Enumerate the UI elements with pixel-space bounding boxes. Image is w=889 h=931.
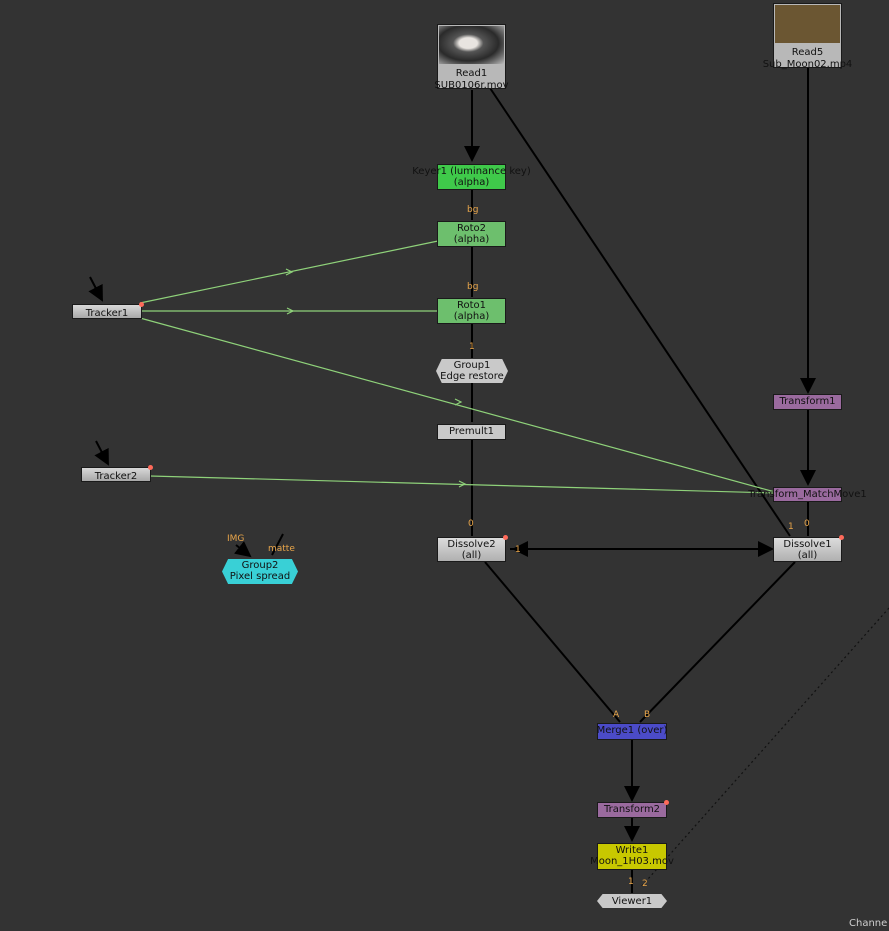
viewer1-node[interactable]: Viewer1 (597, 894, 667, 908)
dissolve2-indicator (503, 535, 508, 540)
roto2-sub: (alpha) (453, 234, 490, 245)
group2-img-input-label: IMG (227, 534, 245, 544)
merge1-b-input-label: B (644, 710, 651, 720)
dissolve1-input-1-label: 1 (788, 522, 794, 532)
keyer1-node[interactable]: Keyer1 (luminance key) (alpha) (412, 164, 531, 190)
roto1-label: Roto1 (456, 300, 487, 311)
tracker2-indicator (148, 465, 153, 470)
read1-label: Read1 (455, 68, 488, 79)
roto2-label: Roto2 (456, 223, 487, 234)
viewer1-label: Viewer1 (611, 896, 653, 907)
transform-matchmove1-node[interactable]: Transform_MatchMove1 (748, 487, 867, 502)
read5-file: Sub_Moon02.mp4 (762, 59, 853, 70)
tracker2-node[interactable]: Tracker2 (81, 465, 153, 482)
transform2-node[interactable]: Transform2 (597, 800, 669, 818)
dissolve1-node[interactable]: Dissolve1 (all) (773, 535, 844, 562)
premult1-label: Premult1 (448, 426, 495, 437)
group1-label: Group1 (453, 360, 491, 371)
tracker1-indicator (139, 302, 144, 307)
tracker1-node[interactable]: Tracker1 (72, 302, 144, 319)
keyer1-label: Keyer1 (luminance key) (412, 166, 531, 177)
read5-node[interactable]: Read5 Sub_Moon02.mp4 (763, 3, 852, 70)
group2-node[interactable]: Group2 Pixel spread (222, 559, 298, 584)
tracker2-label: Tracker2 (94, 471, 138, 482)
write1-file: Moon_1H03.mov (590, 856, 674, 867)
keyer1-bg-input-label: bg (467, 205, 479, 215)
dissolve2-sub: (all) (461, 550, 482, 561)
group2-sub: Pixel spread (229, 571, 291, 582)
tracker1-label: Tracker1 (85, 308, 129, 319)
read1-node[interactable]: Read1 SUB0106r.mov (434, 24, 509, 91)
transform2-label: Transform2 (603, 804, 661, 815)
dissolve2-node[interactable]: Dissolve2 (all) (437, 535, 508, 562)
transform2-indicator (664, 800, 669, 805)
transform1-label: Transform1 (779, 396, 836, 407)
dissolve1-sub: (all) (797, 550, 818, 561)
group1-sub: Edge restore (440, 371, 504, 382)
roto2-node[interactable]: Roto2 (alpha) (437, 221, 506, 247)
dissolve2-input-1-label: 1 (515, 545, 521, 555)
merge1-a-input-label: A (613, 710, 620, 720)
viewer1-input-2-label: 2 (642, 879, 648, 889)
write1-label: Write1 (615, 845, 649, 856)
roto1-sub: (alpha) (453, 311, 490, 322)
premult1-node[interactable]: Premult1 (437, 424, 506, 440)
dissolve1-input-0-label: 0 (804, 519, 810, 529)
write1-node[interactable]: Write1 Moon_1H03.mov (590, 843, 674, 870)
merge1-node[interactable]: Merge1 (over) (597, 723, 667, 740)
read1-thumbnail (439, 26, 504, 64)
merge1-label: Merge1 (over) (596, 725, 668, 736)
dissolve2-input-0-label: 0 (468, 519, 474, 529)
read1-file: SUB0106r.mov (434, 80, 509, 91)
group2-label: Group2 (241, 560, 279, 571)
transform1-node[interactable]: Transform1 (773, 394, 842, 410)
read5-label: Read5 (791, 47, 824, 58)
group1-node[interactable]: Group1 Edge restore (436, 359, 508, 383)
transform-matchmove1-label: Transform_MatchMove1 (748, 489, 867, 500)
viewer1-input-1-label: 1 (628, 877, 634, 887)
channels-tab[interactable]: Channe (849, 918, 888, 929)
roto1-bg-input-label: bg (467, 282, 479, 292)
tracker-wires (139, 240, 776, 494)
read5-thumbnail (775, 5, 840, 43)
pipe-wires (88, 45, 816, 893)
dissolve1-indicator (839, 535, 844, 540)
dissolve2-label: Dissolve2 (447, 539, 496, 550)
keyer1-sub: (alpha) (453, 177, 490, 188)
dissolve1-label: Dissolve1 (783, 539, 832, 550)
group1-input-label: 1 (469, 342, 475, 352)
group2-matte-input-label: matte (268, 544, 295, 554)
roto1-node[interactable]: Roto1 (alpha) (437, 298, 506, 324)
